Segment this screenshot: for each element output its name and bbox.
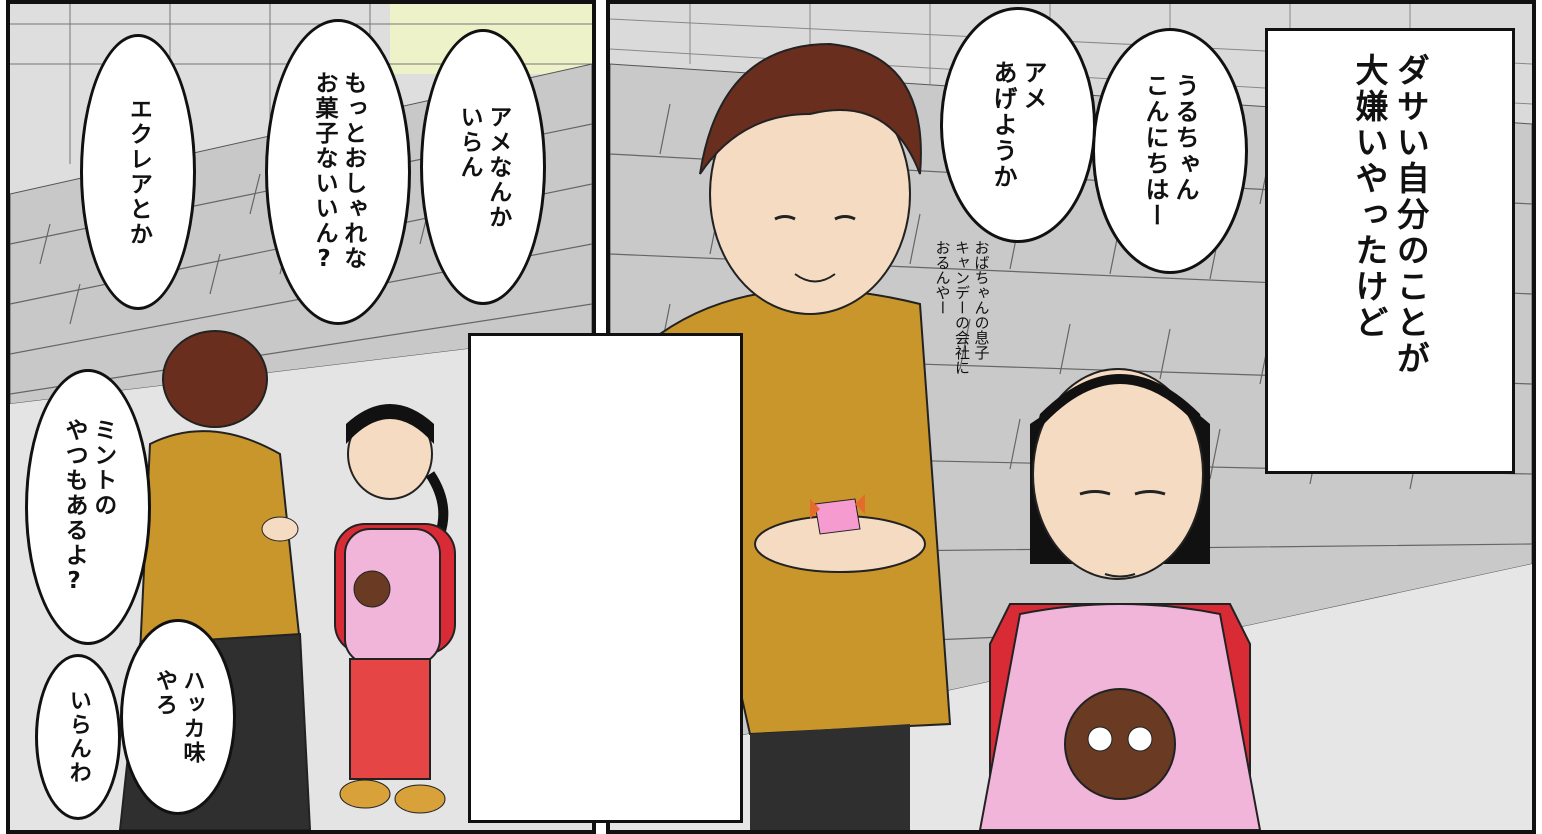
bubble-text: うるちゃん こんにちはー (1141, 73, 1199, 229)
bubble-text: もっとおしゃれな お菓子ないいん? (311, 70, 366, 274)
center-caption-box (468, 333, 743, 823)
handwritten-aside: おばちゃんの息子 キャンデーの会社に おるんやー (933, 240, 991, 375)
speech-bubble-3: エクレアとか (80, 34, 196, 310)
bubble-text: ハッカ味 やろ (152, 669, 205, 765)
speech-bubble-2: もっとおしゃれな お菓子ないいん? (265, 19, 411, 325)
bubble-text: ミントの やつもあるよ? (61, 418, 116, 596)
speech-bubble-1: アメなんか いらん (420, 29, 546, 305)
bubble-text: アメなんか いらん (456, 104, 511, 230)
left-panel: アメなんか いらん もっとおしゃれな お菓子ないいん? エクレアとか ミントの … (6, 0, 596, 834)
right-caption-text: ダサい自分のことが 大嫌いやったけど (1350, 53, 1431, 377)
speech-bubble-6: いらんわ (35, 654, 121, 820)
girl-figure-closeup (978, 368, 1262, 830)
right-caption-box: ダサい自分のことが 大嫌いやったけど (1265, 28, 1515, 474)
bubble-text: いらんわ (65, 689, 91, 785)
speech-bubble-4: ミントの やつもあるよ? (25, 369, 151, 645)
girl-figure (334, 404, 456, 814)
right-panel: ダサい自分のことが 大嫌いやったけど うるちゃん こんにちはー アメ あげようか… (606, 0, 1536, 834)
bubble-text: アメ あげようか (989, 60, 1047, 190)
speech-bubble-5: ハッカ味 やろ (120, 619, 236, 815)
speech-bubble-candy-offer: アメ あげようか (940, 7, 1096, 243)
speech-bubble-greeting: うるちゃん こんにちはー (1092, 28, 1248, 274)
auntie-figure-closeup (658, 42, 952, 830)
bubble-text: エクレアとか (125, 97, 152, 247)
